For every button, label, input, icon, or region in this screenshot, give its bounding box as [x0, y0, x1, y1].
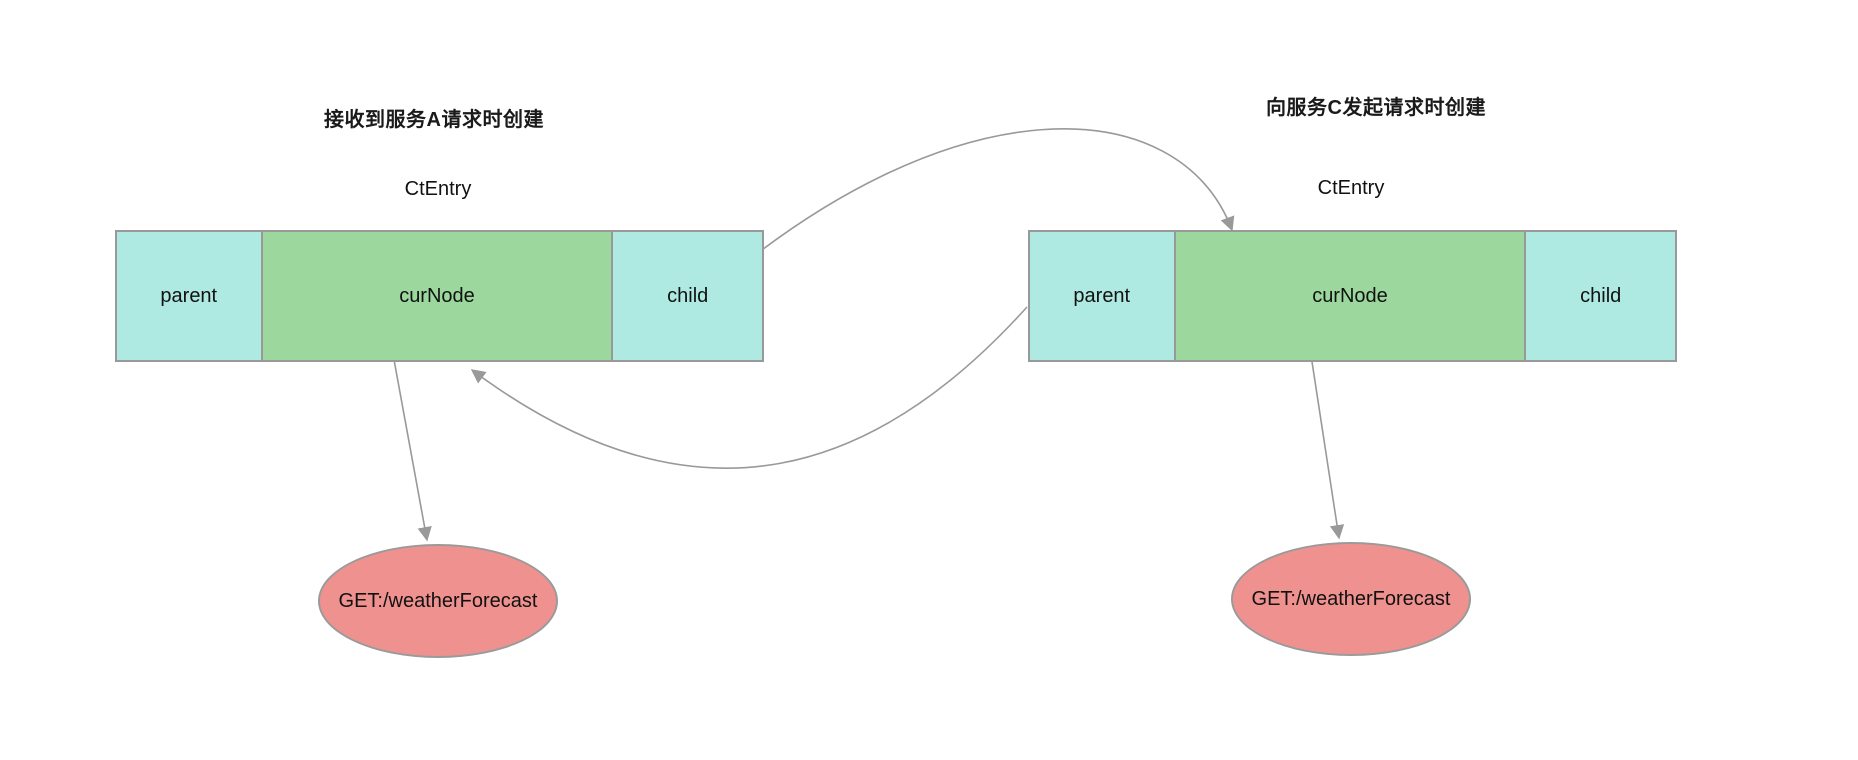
request-node-right: GET:/weatherForecast — [1231, 542, 1471, 656]
cell-child-left: child — [613, 232, 762, 360]
cell-curnode-left: curNode — [260, 232, 614, 360]
cell-parent-right: parent — [1030, 232, 1174, 360]
cell-curnode-right: curNode — [1173, 232, 1527, 360]
annotation-created-on-service-a-request: 接收到服务A请求时创建 — [324, 109, 544, 131]
ctentry-block-left: parent curNode child — [115, 230, 764, 362]
ctentry-title-right: CtEntry — [1317, 177, 1385, 199]
ctentry-title-left: CtEntry — [404, 178, 472, 200]
ctentry-block-right: parent curNode child — [1028, 230, 1677, 362]
cell-child-right: child — [1526, 232, 1675, 360]
annotation-created-on-service-c-request: 向服务C发起请求时创建 — [1266, 97, 1486, 119]
cell-parent-left: parent — [117, 232, 261, 360]
request-node-left: GET:/weatherForecast — [318, 544, 558, 658]
